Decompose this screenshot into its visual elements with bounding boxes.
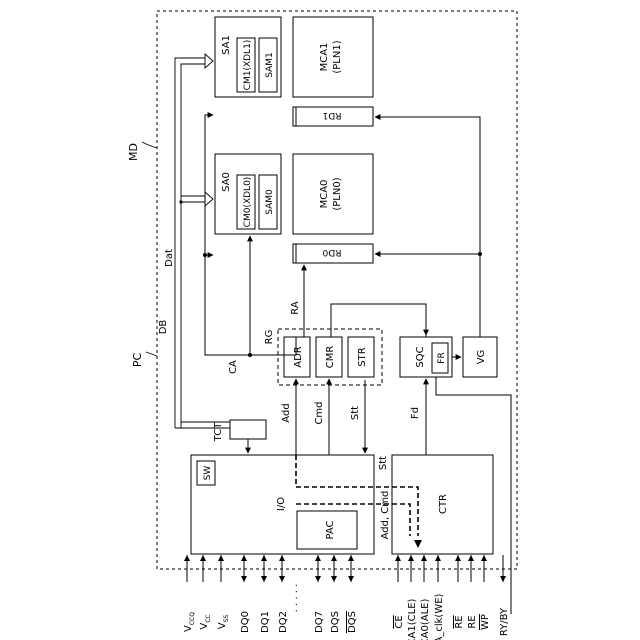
pin-arrow (500, 576, 506, 582)
pin-arrow (421, 555, 427, 561)
str-label: STR (357, 347, 368, 366)
pin-label: WP (480, 614, 491, 630)
stt-label: Stt (350, 406, 361, 420)
pln1-label: (PLN1) (332, 40, 343, 73)
pin-arrow (331, 576, 337, 582)
pin-arrow (348, 576, 354, 582)
pin-arrow (395, 555, 401, 561)
pin-arrow (315, 576, 321, 582)
pin-label: VCC (199, 614, 212, 629)
pln0-label: (PLN0) (332, 177, 343, 210)
pin-label: CA0(ALE) (420, 599, 431, 640)
io-label: I/O (276, 497, 287, 511)
pin-arrow (200, 555, 206, 561)
tct-label: TCT (213, 422, 224, 443)
add-label: Add (281, 403, 292, 422)
mca1-label: MCA1 (319, 43, 330, 72)
fr-label: FR (437, 352, 447, 363)
pin-label: RE (467, 615, 478, 628)
pin-label: DQ7 (314, 611, 325, 633)
tct-block (230, 420, 266, 439)
sw-label: SW (203, 466, 213, 481)
pin-arrow (331, 555, 337, 561)
sqc-label: SQC (415, 346, 426, 367)
rd0-label: RD0 (322, 247, 341, 257)
pin-label: DQS (330, 611, 341, 633)
pin-arrow (435, 555, 441, 561)
pin-arrow (315, 555, 321, 561)
pin-arrow (241, 555, 247, 561)
pin-label: RY/BY (499, 607, 510, 636)
sa0-label: SA0 (221, 172, 232, 192)
pin-arrow (348, 555, 354, 561)
pin-arrow (184, 555, 190, 561)
pin-arrow (481, 555, 487, 561)
pin-arrow (279, 555, 285, 561)
cm0-label: CM0(XDL0) (243, 177, 253, 228)
pin-label: VSS (217, 615, 230, 630)
pin-label: CA_clk(WE) (434, 593, 445, 640)
md-label: MD (127, 143, 140, 161)
stt-in-label: Stt (378, 456, 389, 470)
pin-label: CA1(CLE) (407, 598, 418, 640)
rg-label: RG (264, 330, 275, 345)
pc-label: PC (131, 353, 144, 368)
pin-arrow (455, 555, 461, 561)
dq-ellipsis: · · · · · (292, 584, 303, 613)
md-leader (142, 142, 157, 148)
pin-label: RE (454, 615, 465, 628)
pin-arrow (261, 555, 267, 561)
adr-label: ADR (293, 346, 304, 368)
pin-arrow (468, 555, 474, 561)
pin-arrow (408, 555, 414, 561)
pin-arrow (279, 576, 285, 582)
pin-label: DQ2 (278, 611, 289, 633)
pin-label: DQ0 (240, 611, 251, 633)
rd1-label: RD1 (323, 110, 342, 120)
pin-arrow (241, 576, 247, 582)
dat-label: Dat (164, 249, 175, 267)
cm1-label: CM1(XDL1) (243, 40, 253, 91)
cmr-label: CMR (325, 346, 336, 369)
pin-arrow (218, 555, 224, 561)
ctr-label: CTR (438, 494, 449, 514)
db-label: DB (158, 320, 169, 335)
pin-label: CE (394, 615, 405, 628)
pin-arrow (261, 576, 267, 582)
pc-leader (146, 352, 157, 356)
ca-label: CA (228, 360, 239, 374)
sam0-label: SAM0 (265, 189, 275, 215)
cmd-label: Cmd (314, 401, 325, 424)
mca0-label: MCA0 (319, 180, 330, 209)
sa1-label: SA1 (221, 35, 232, 55)
pin-label: VCCQ (183, 612, 196, 632)
pac-label: PAC (325, 520, 336, 539)
pin-label: DQS (347, 611, 358, 633)
pin-label: DQ1 (260, 611, 271, 633)
pin-group: VCCQVCCVSSDQ0DQ1DQ2DQ7DQSDQSCECA1(CLE)CA… (183, 555, 510, 640)
sam1-label: SAM1 (265, 52, 275, 78)
ra-label: RA (290, 301, 301, 315)
add-cmd-in-label: Add, Cmd (380, 491, 391, 540)
fd-label: Fd (410, 407, 421, 419)
vg-label: VG (476, 350, 487, 365)
